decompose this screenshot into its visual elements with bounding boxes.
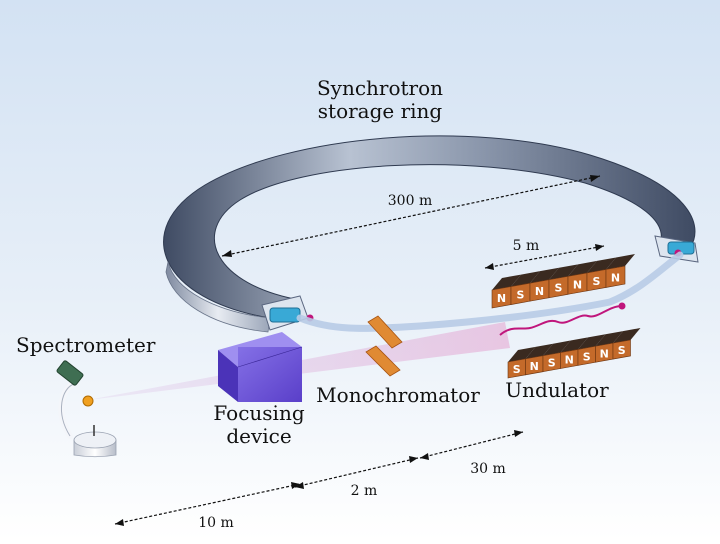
magnet-block: S (548, 264, 578, 299)
distance-2m-label: 2 m (351, 483, 378, 499)
distance-30m-label: 30 m (470, 461, 506, 477)
magnet-pole-label: S (555, 282, 563, 295)
undulator-length-label: 5 m (513, 238, 540, 254)
magnet-block: N (605, 254, 635, 288)
magnet-pole-label: S (618, 344, 626, 357)
magnet-pole-label: N (497, 292, 506, 305)
focusing-label-line2: device (226, 424, 291, 448)
magnet-block: N (560, 337, 588, 369)
ring-title-line2: storage ring (318, 99, 443, 123)
ring-diameter-label: 300 m (388, 193, 432, 209)
dimension-lines (114, 175, 605, 525)
spectrometer-label: Spectrometer (16, 333, 156, 357)
magnet-pole-label: N (611, 271, 620, 284)
magnet-pole-label: S (548, 357, 556, 370)
sample-dot (82, 395, 94, 407)
dim-line-2m (294, 457, 419, 488)
focusing-device (218, 332, 303, 402)
magnet-pole-label: N (573, 278, 582, 291)
electron-dot-undulator (618, 302, 626, 310)
magnet-block: S (542, 340, 571, 373)
magnet-pole-label: N (535, 285, 544, 298)
ring-title-line1: Synchrotron (317, 76, 443, 100)
magnet-pole-label: S (513, 363, 521, 376)
magnet-pole-label: N (565, 354, 574, 367)
magnet-block: N (491, 274, 521, 309)
magnet-pole-label: S (593, 275, 601, 288)
magnet-pole-label: S (517, 289, 525, 302)
magnet-block: S (612, 327, 641, 360)
magnet-pole-label: N (530, 360, 539, 373)
dim-line-30m (419, 431, 524, 459)
magnet-pole-label: N (600, 347, 609, 360)
electron-trajectory (499, 305, 623, 336)
monochromator-label: Monochromator (316, 383, 480, 407)
magnet-block: S (577, 334, 606, 366)
dimension-arrowheads (115, 175, 604, 526)
distance-10m-label: 10 m (198, 515, 234, 531)
dim-line-10m (114, 483, 301, 525)
dim-line-undulator (484, 245, 605, 269)
focusing-label-line1: Focusing (213, 401, 304, 425)
spectrometer (56, 360, 117, 457)
beam-pipe (296, 251, 684, 332)
magnet-pole-label: S (583, 350, 591, 363)
dim-line-ring (221, 175, 601, 257)
undulator-label: Undulator (505, 378, 609, 402)
magnet-block: N (529, 267, 559, 302)
monochromator-crystals (365, 315, 403, 377)
magnet-block: S (510, 271, 540, 305)
